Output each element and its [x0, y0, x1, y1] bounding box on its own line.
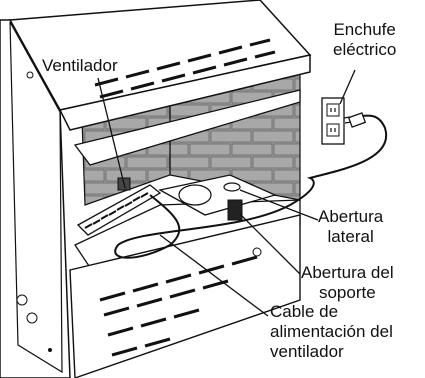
- leader-lines: [97, 69, 356, 317]
- screw-icon: [16, 294, 28, 306]
- hood-vents: [94, 38, 276, 99]
- outlet-label: Enchufe eléctrico: [333, 20, 396, 60]
- power-cable: [114, 114, 388, 259]
- fan-label: Ventilador: [42, 56, 118, 76]
- power-cable-label-line: Cable de: [270, 302, 339, 321]
- deflector-shelf: [73, 89, 301, 166]
- side-opening-label: Abertura lateral: [318, 207, 383, 247]
- screw-icon: [252, 247, 262, 257]
- side-opening-label-line: Abertura: [318, 207, 384, 226]
- screw-icon: [48, 348, 52, 352]
- bracket-opening-label-line: Abertura del: [301, 263, 394, 282]
- bracket-opening-label: Abertura del soporte: [301, 263, 394, 303]
- screw-icon: [26, 312, 38, 324]
- screw-icon: [26, 71, 34, 79]
- outlet-label-line: Enchufe: [333, 20, 396, 39]
- left-panel-face: [9, 21, 63, 374]
- lower-front-panel: [69, 214, 301, 378]
- power-cable-label-line: ventilador: [270, 342, 344, 361]
- outlet-label-line: eléctrico: [333, 40, 397, 59]
- bracket-opening-icon: [227, 199, 243, 221]
- bracket-opening-label-line: soporte: [318, 283, 376, 302]
- plug-icon: [343, 112, 367, 128]
- tray-hole: [178, 184, 212, 206]
- fan-label-line: Ventilador: [42, 56, 118, 75]
- power-cable-label: Cable de alimentación del ventilador: [270, 302, 393, 362]
- wall-outlet: [321, 97, 345, 145]
- burner-tray: [158, 174, 277, 216]
- side-opening-icon: [223, 182, 241, 192]
- hood-front-lip: [58, 54, 311, 131]
- side-opening-label-line: lateral: [327, 227, 374, 246]
- power-cable-label-line: alimentación del: [270, 322, 393, 341]
